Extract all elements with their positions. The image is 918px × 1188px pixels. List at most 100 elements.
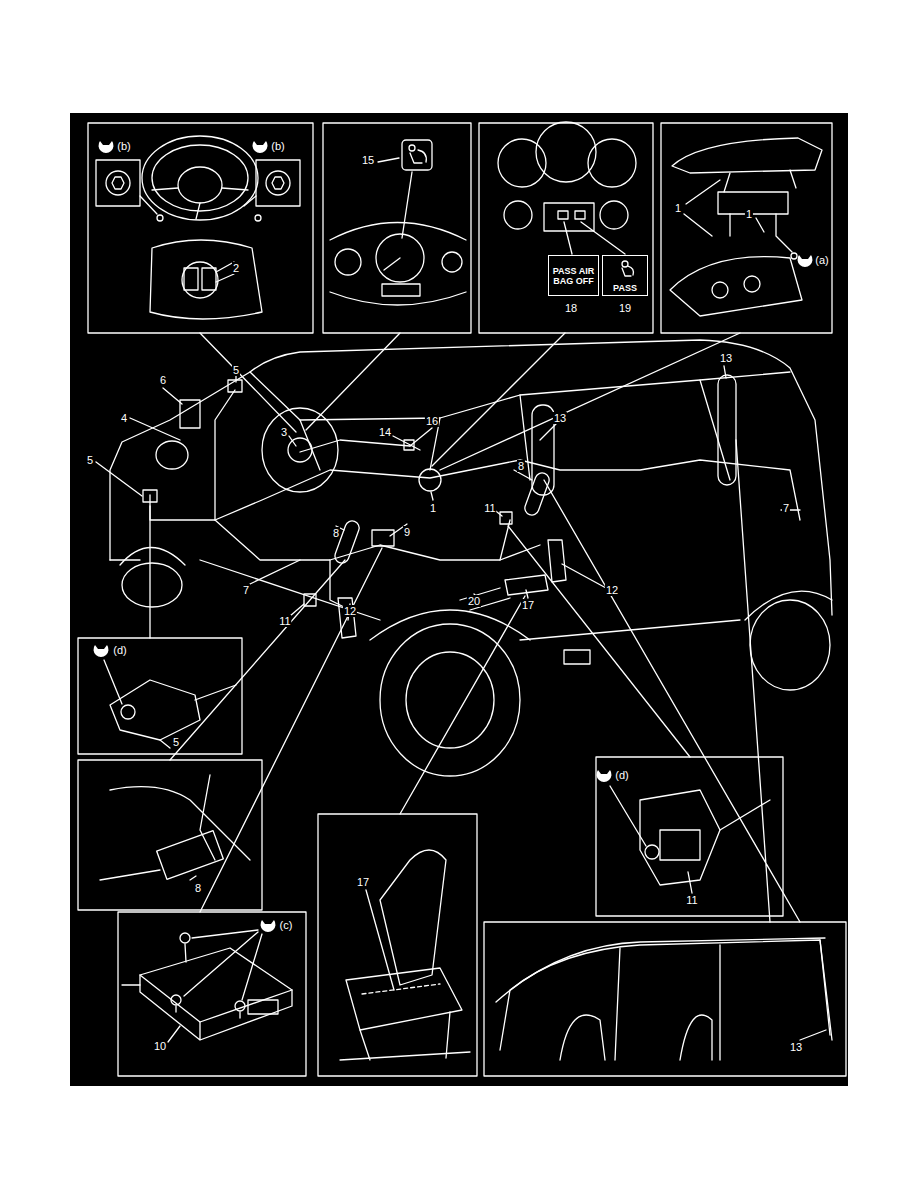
- instrument-cluster: [330, 223, 466, 241]
- passenger-seat: [340, 850, 470, 1060]
- steering-wheel-airbag: [96, 136, 300, 319]
- vehicle-body: [110, 560, 740, 640]
- steering-wheel-airbag: [178, 167, 222, 203]
- callout-number: 13: [719, 352, 733, 364]
- steering-wheel-airbag: [152, 188, 248, 219]
- vehicle-body: [380, 624, 520, 776]
- airbag-parts: [288, 438, 312, 462]
- wiring-harness: [300, 440, 410, 452]
- front-sensor: [104, 660, 236, 748]
- wiring-harness: [330, 560, 350, 610]
- front-sensor: [104, 660, 122, 704]
- seat-belt-pretensioner: [110, 775, 250, 860]
- indicator-lamp-box: PASS AIR BAG OFF: [548, 255, 599, 296]
- callout-number: 13: [553, 412, 567, 424]
- torque-icon: [261, 920, 276, 932]
- passenger-airbag: [684, 180, 764, 236]
- torque-code: (c): [279, 919, 294, 931]
- steering-wheel-airbag: [255, 215, 261, 221]
- airbag-parts: [262, 408, 338, 492]
- callout-number: 8: [332, 527, 340, 539]
- vehicle-body: [750, 600, 830, 690]
- steering-wheel-airbag: [96, 160, 140, 206]
- vehicle-body: [156, 441, 188, 469]
- inset-frame: [661, 123, 832, 333]
- passenger-seat: [366, 890, 394, 990]
- airbag-parts: [500, 512, 512, 524]
- dashboard-center: [588, 139, 636, 187]
- airbag-parts: [460, 588, 510, 610]
- instrument-cluster: [330, 292, 466, 305]
- vehicle-body: [564, 650, 590, 664]
- callout-number: 5: [86, 454, 94, 466]
- passenger-airbag: [712, 282, 728, 298]
- steering-wheel-airbag: [150, 240, 262, 319]
- black-ground: [70, 113, 848, 1086]
- steering-wheel-airbag: [140, 196, 256, 214]
- indicator-text: PASS: [613, 283, 637, 293]
- callout-number: 11: [685, 894, 698, 906]
- seat-belt-pretensioner: [157, 831, 224, 880]
- callout-number: 17: [356, 876, 370, 888]
- airbag-parts: [532, 405, 554, 495]
- leader-line: [544, 440, 800, 922]
- inset-frame: [78, 760, 262, 910]
- callout-number: 1: [674, 202, 682, 214]
- leader-line: [150, 506, 690, 912]
- leader-line: [96, 366, 726, 496]
- passenger-airbag: [724, 170, 796, 192]
- curtain-airbag: [496, 938, 832, 1060]
- curtain-airbag: [615, 945, 720, 1060]
- steering-wheel-airbag: [106, 171, 130, 195]
- steering-wheel-airbag: [256, 160, 300, 206]
- airbag-parts: [718, 375, 736, 485]
- side-sensor: [610, 786, 770, 893]
- instrument-cluster: [442, 252, 462, 272]
- callout-number: 15: [361, 154, 375, 166]
- instrument-cluster: [376, 234, 424, 282]
- airbag-parts: [143, 375, 736, 638]
- torque-icon: [253, 141, 268, 153]
- passenger-airbag: [670, 138, 822, 316]
- passenger-seat: [346, 968, 462, 1030]
- callout-number: 20: [467, 595, 481, 607]
- sdm-module: [122, 930, 292, 1042]
- leader-line: [250, 470, 800, 620]
- dashboard-center: [622, 261, 628, 267]
- airbag-parts: [372, 530, 394, 546]
- steering-wheel-airbag: [184, 268, 198, 290]
- inset-frame: [78, 638, 242, 754]
- passenger-airbag: [730, 214, 792, 252]
- torque-code: (b): [116, 140, 131, 152]
- front-sensor: [160, 685, 236, 748]
- airbag-parts: [143, 490, 157, 502]
- side-sensor: [660, 830, 700, 860]
- torque-icon: [798, 255, 813, 267]
- instrument-cluster: [330, 140, 466, 305]
- seat-belt-pretensioner: [100, 870, 196, 880]
- side-sensor: [610, 786, 770, 893]
- curtain-airbag: [800, 940, 830, 1040]
- callout-number: 12: [343, 605, 357, 617]
- sdm-module: [171, 995, 181, 1005]
- callout-number: 2: [232, 262, 240, 274]
- callout-number: 6: [159, 374, 167, 386]
- callout-number: 18: [564, 302, 578, 314]
- callout-number: 8: [517, 460, 525, 472]
- torque-icon: [94, 645, 109, 657]
- passenger-seat: [362, 984, 440, 994]
- callout-number: 11: [278, 615, 291, 627]
- torque-icon: [597, 770, 612, 782]
- passenger-seat: [340, 1012, 470, 1060]
- side-sensor: [645, 845, 659, 859]
- wiring-harness: [150, 460, 800, 520]
- wiring-harness: [215, 390, 235, 520]
- dashboard-center: [498, 122, 636, 276]
- dashboard-center: [575, 211, 585, 219]
- passenger-airbag: [670, 257, 802, 316]
- callout-number: 7: [242, 584, 250, 596]
- steering-wheel-airbag: [112, 177, 124, 189]
- sdm-module: [180, 933, 190, 943]
- steering-wheel-airbag: [272, 177, 284, 189]
- indicator-lamp-box: PASS: [602, 255, 648, 296]
